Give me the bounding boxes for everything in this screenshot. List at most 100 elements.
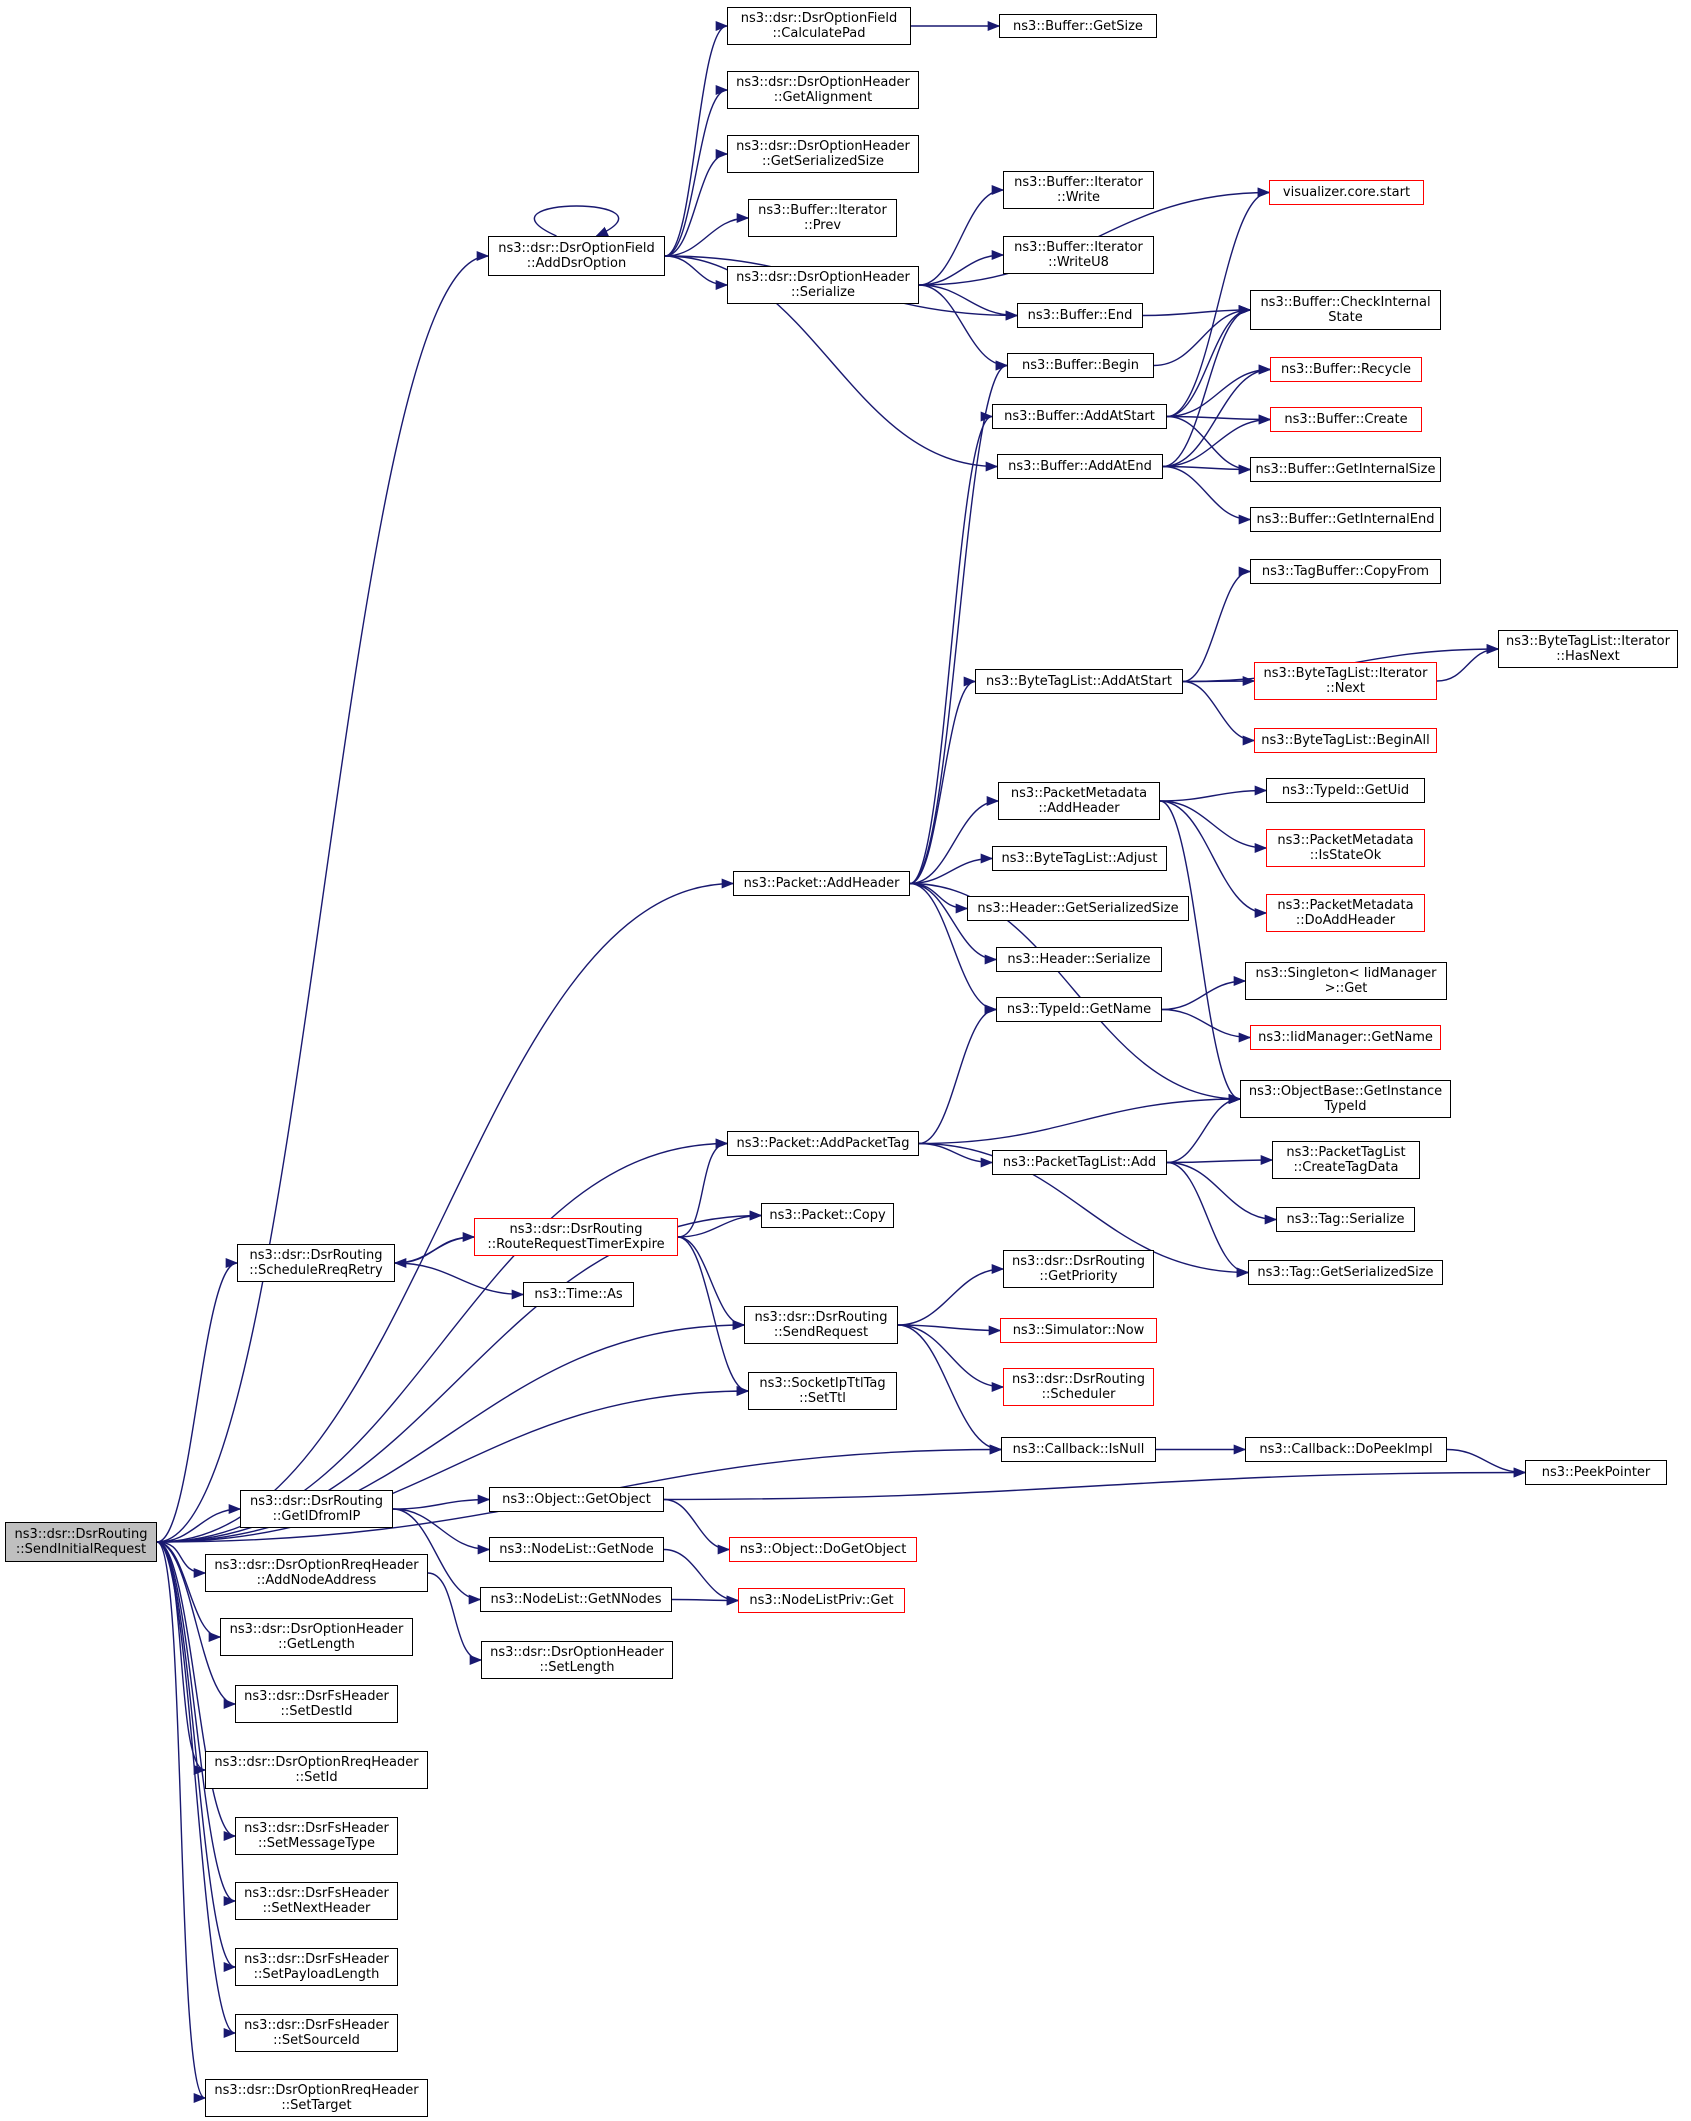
edge-root-to-pktAddHeader bbox=[156, 878, 735, 1543]
node-buf-end[interactable]: ns3::Buffer::End bbox=[1017, 303, 1143, 328]
node-peek-pointer[interactable]: ns3::PeekPointer bbox=[1525, 1460, 1667, 1485]
node-label: ns3::TagBuffer::CopyFrom bbox=[1261, 564, 1430, 579]
node-label: ns3::Time::As bbox=[534, 1287, 623, 1302]
node-btl-iter-next[interactable]: ns3::ByteTagList::Iterator::Next bbox=[1254, 662, 1437, 700]
node-obj-do-get-object[interactable]: ns3::Object::DoGetObject bbox=[729, 1537, 917, 1562]
node-get-id-from-ip[interactable]: ns3::dsr::DsrRouting::GetIDfromIP bbox=[240, 1490, 393, 1528]
node-get-alignment[interactable]: ns3::dsr::DsrOptionHeader::GetAlignment bbox=[727, 71, 919, 109]
node-label: ::SetDestId bbox=[280, 1704, 353, 1719]
edge-getIdFromIp-to-nlGetNode bbox=[392, 1508, 491, 1555]
node-add-node-address[interactable]: ns3::dsr::DsrOptionRreqHeader::AddNodeAd… bbox=[205, 1554, 428, 1592]
node-btl-add-at-start[interactable]: ns3::ByteTagList::AddAtStart bbox=[975, 669, 1183, 694]
node-singleton-get[interactable]: ns3::Singleton< IidManager>::Get bbox=[1245, 962, 1447, 1000]
node-ptl-add[interactable]: ns3::PacketTagList::Add bbox=[992, 1150, 1167, 1175]
node-label: ns3::Tag::GetSerializedSize bbox=[1257, 1265, 1434, 1280]
node-nl-get-n-nodes[interactable]: ns3::NodeList::GetNNodes bbox=[480, 1587, 672, 1612]
node-label: ns3::Packet::Copy bbox=[769, 1208, 886, 1223]
node-cb-is-null[interactable]: ns3::Callback::IsNull bbox=[1001, 1437, 1156, 1462]
node-schedule-rreq[interactable]: ns3::dsr::DsrRouting::ScheduleRreqRetry bbox=[237, 1244, 395, 1282]
edge-root-to-addNodeAddress bbox=[156, 1541, 207, 1579]
edge-pktAddHeader-to-bufBegin bbox=[909, 360, 1009, 885]
edge-btlAddAtStart-to-tagBufCopyFrom bbox=[1182, 566, 1252, 683]
node-buf-get-size[interactable]: ns3::Buffer::GetSize bbox=[999, 14, 1157, 38]
node-tag-buf-copy-from[interactable]: ns3::TagBuffer::CopyFrom bbox=[1250, 559, 1441, 584]
node-get-priority[interactable]: ns3::dsr::DsrRouting::GetPriority bbox=[1003, 1250, 1154, 1288]
node-iter-prev[interactable]: ns3::Buffer::Iterator::Prev bbox=[748, 199, 897, 237]
node-add-at-end[interactable]: ns3::Buffer::AddAtEnd bbox=[997, 454, 1163, 479]
node-btl-iter-has-next[interactable]: ns3::ByteTagList::Iterator::HasNext bbox=[1498, 630, 1678, 668]
node-send-request[interactable]: ns3::dsr::DsrRouting::SendRequest bbox=[744, 1306, 898, 1344]
node-iter-write[interactable]: ns3::Buffer::Iterator::Write bbox=[1003, 171, 1154, 209]
node-fs-set-payload-length[interactable]: ns3::dsr::DsrFsHeader::SetPayloadLength bbox=[235, 1948, 398, 1986]
node-iid-get-name[interactable]: ns3::IidManager::GetName bbox=[1250, 1025, 1441, 1050]
node-label: ns3::dsr::DsrOptionRreqHeader bbox=[214, 2083, 419, 2098]
node-label: ::GetIDfromIP bbox=[272, 1509, 361, 1524]
node-scheduler[interactable]: ns3::dsr::DsrRouting::Scheduler bbox=[1003, 1368, 1154, 1406]
node-label: ns3::Callback::DoPeekImpl bbox=[1259, 1442, 1433, 1457]
node-pm-is-state-ok[interactable]: ns3::PacketMetadata::IsStateOk bbox=[1266, 829, 1425, 867]
node-set-ttl[interactable]: ns3::SocketIpTtlTag::SetTtl bbox=[748, 1372, 897, 1410]
node-pm-do-add-header[interactable]: ns3::PacketMetadata::DoAddHeader bbox=[1266, 894, 1425, 932]
node-cb-do-peek-impl[interactable]: ns3::Callback::DoPeekImpl bbox=[1245, 1437, 1447, 1462]
node-type-id-get-name[interactable]: ns3::TypeId::GetName bbox=[996, 997, 1162, 1022]
edge-optSerialize-to-iterWrite bbox=[918, 184, 1005, 286]
node-ptl-create-tag-data[interactable]: ns3::PacketTagList::CreateTagData bbox=[1272, 1141, 1420, 1179]
node-fs-set-dest-id[interactable]: ns3::dsr::DsrFsHeader::SetDestId bbox=[235, 1685, 398, 1723]
node-time-as[interactable]: ns3::Time::As bbox=[523, 1282, 634, 1307]
node-rreq-set-id[interactable]: ns3::dsr::DsrOptionRreqHeader::SetId bbox=[205, 1751, 428, 1789]
node-add-dsr-option[interactable]: ns3::dsr::DsrOptionField::AddDsrOption bbox=[488, 236, 665, 276]
node-buf-begin[interactable]: ns3::Buffer::Begin bbox=[1007, 353, 1154, 378]
node-viz-start[interactable]: visualizer.core.start bbox=[1269, 180, 1424, 205]
node-nl-priv-get[interactable]: ns3::NodeListPriv::Get bbox=[738, 1588, 905, 1613]
node-opt-set-length[interactable]: ns3::dsr::DsrOptionHeader::SetLength bbox=[481, 1641, 673, 1679]
node-opt-get-length[interactable]: ns3::dsr::DsrOptionHeader::GetLength bbox=[220, 1618, 413, 1656]
node-opt-serialize[interactable]: ns3::dsr::DsrOptionHeader::Serialize bbox=[727, 266, 919, 304]
node-label: ::GetSerializedSize bbox=[761, 154, 885, 169]
node-label: ::SetSourceId bbox=[273, 2033, 360, 2048]
node-fs-set-message-type[interactable]: ns3::dsr::DsrFsHeader::SetMessageType bbox=[235, 1817, 398, 1855]
node-btl-begin-all[interactable]: ns3::ByteTagList::BeginAll bbox=[1254, 728, 1437, 753]
node-buf-create[interactable]: ns3::Buffer::Create bbox=[1270, 407, 1422, 432]
node-buf-recycle[interactable]: ns3::Buffer::Recycle bbox=[1270, 357, 1422, 382]
node-fs-set-source-id[interactable]: ns3::dsr::DsrFsHeader::SetSourceId bbox=[235, 2014, 398, 2052]
node-label: ns3::ByteTagList::Adjust bbox=[1001, 851, 1158, 866]
node-get-internal-end[interactable]: ns3::Buffer::GetInternalEnd bbox=[1250, 507, 1441, 532]
node-label: ::SetPayloadLength bbox=[253, 1967, 380, 1982]
node-label: ns3::Simulator::Now bbox=[1012, 1323, 1145, 1338]
edge-root-to-fsSetDestId bbox=[156, 1541, 237, 1709]
edge-typeIdGetName-to-iidGetName bbox=[1161, 1008, 1252, 1043]
node-get-serialized-size-opt[interactable]: ns3::dsr::DsrOptionHeader::GetSerialized… bbox=[727, 135, 919, 173]
edge-addAtEnd-to-checkInternal bbox=[1162, 305, 1252, 468]
node-hdr-serialize[interactable]: ns3::Header::Serialize bbox=[996, 947, 1162, 972]
node-iter-write-u8[interactable]: ns3::Buffer::Iterator::WriteU8 bbox=[1003, 236, 1154, 274]
node-hdr-get-serialized-size[interactable]: ns3::Header::GetSerializedSize bbox=[967, 896, 1189, 921]
node-btl-adjust[interactable]: ns3::ByteTagList::Adjust bbox=[992, 846, 1167, 871]
node-obj-get-object[interactable]: ns3::Object::GetObject bbox=[489, 1487, 664, 1512]
node-root[interactable]: ns3::dsr::DsrRouting::SendInitialRequest bbox=[5, 1522, 157, 1562]
node-label: ns3::dsr::DsrRouting bbox=[1012, 1254, 1145, 1269]
node-route-req-timer[interactable]: ns3::dsr::DsrRouting::RouteRequestTimerE… bbox=[474, 1218, 678, 1256]
node-label: ns3::NodeListPriv::Get bbox=[749, 1593, 894, 1608]
node-calculate-pad[interactable]: ns3::dsr::DsrOptionField::CalculatePad bbox=[727, 7, 911, 45]
node-label: ns3::Buffer::Recycle bbox=[1280, 362, 1412, 377]
edge-btlAddAtStart-to-btlBeginAll bbox=[1182, 680, 1256, 746]
node-pkt-add-packet-tag[interactable]: ns3::Packet::AddPacketTag bbox=[727, 1131, 919, 1156]
node-add-at-start[interactable]: ns3::Buffer::AddAtStart bbox=[992, 404, 1167, 429]
node-pm-add-header[interactable]: ns3::PacketMetadata::AddHeader bbox=[998, 782, 1160, 820]
node-rreq-set-target[interactable]: ns3::dsr::DsrOptionRreqHeader::SetTarget bbox=[205, 2079, 428, 2117]
node-tag-get-serialized-size[interactable]: ns3::Tag::GetSerializedSize bbox=[1248, 1260, 1443, 1285]
node-get-internal-size[interactable]: ns3::Buffer::GetInternalSize bbox=[1250, 457, 1441, 482]
node-fs-set-next-header[interactable]: ns3::dsr::DsrFsHeader::SetNextHeader bbox=[235, 1882, 398, 1920]
node-label: ns3::TypeId::GetUid bbox=[1281, 783, 1410, 798]
node-type-id-get-uid[interactable]: ns3::TypeId::GetUid bbox=[1266, 778, 1425, 803]
node-pkt-copy[interactable]: ns3::Packet::Copy bbox=[761, 1203, 894, 1228]
node-tag-serialize[interactable]: ns3::Tag::Serialize bbox=[1276, 1207, 1415, 1232]
node-nl-get-node[interactable]: ns3::NodeList::GetNode bbox=[489, 1537, 664, 1562]
node-label: ns3::Header::Serialize bbox=[1007, 952, 1151, 967]
node-pkt-add-header[interactable]: ns3::Packet::AddHeader bbox=[733, 871, 910, 896]
node-sim-now[interactable]: ns3::Simulator::Now bbox=[1000, 1318, 1157, 1343]
node-label: ns3::ByteTagList::BeginAll bbox=[1261, 733, 1430, 748]
edge-addDsrOption-to-calculatePad bbox=[664, 21, 729, 257]
